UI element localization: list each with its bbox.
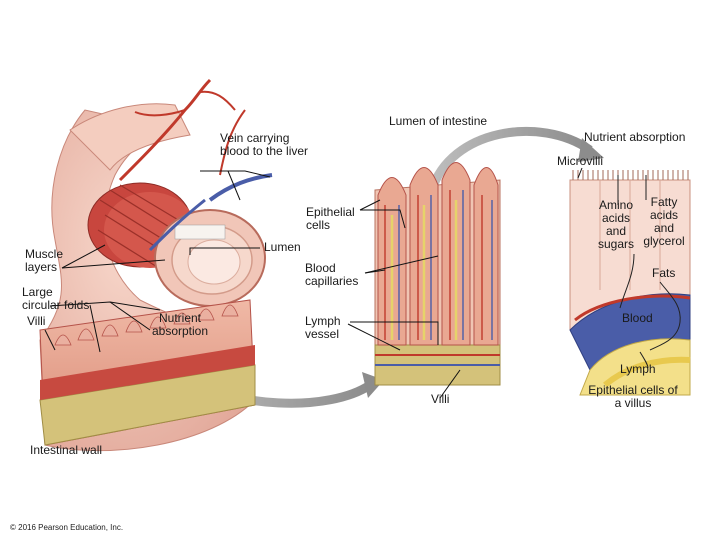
label-epithelial-cells: Epithelial cells bbox=[306, 205, 355, 232]
top-arrowhead bbox=[578, 138, 604, 162]
label-nutrient-absorption-left: Nutrient absorption bbox=[151, 311, 209, 338]
label-blood: Blood bbox=[622, 311, 653, 325]
label-fatty-acids-glycerol: Fatty acids and glycerol bbox=[643, 195, 685, 248]
label-lymph-vessel: Lymph vessel bbox=[305, 314, 341, 341]
label-amino-acids-sugars: Amino acids and sugars bbox=[597, 198, 635, 251]
label-epithelial-cells-villus: Epithelial cells of a villus bbox=[588, 383, 678, 410]
epithelial-cell-block bbox=[569, 170, 691, 396]
top-curved-arrow bbox=[427, 126, 593, 192]
label-fats: Fats bbox=[652, 266, 676, 280]
label-lumen: Lumen bbox=[264, 240, 301, 254]
label-microvilli: Microvilli bbox=[557, 154, 603, 168]
label-intestinal-wall: Intestinal wall bbox=[30, 443, 103, 457]
copyright-notice: © 2016 Pearson Education, Inc. bbox=[10, 523, 124, 532]
label-muscle-layers: Muscle layers bbox=[25, 247, 64, 274]
intestine-tube bbox=[39, 78, 273, 452]
label-nutrient-absorption-top: Nutrient absorption bbox=[584, 130, 686, 144]
villi-block bbox=[374, 162, 501, 386]
label-lymph: Lymph bbox=[620, 362, 656, 376]
label-villi-center: Villi bbox=[431, 392, 450, 406]
label-villi-left: Villi bbox=[27, 314, 46, 328]
label-blood-capillaries: Blood capillaries bbox=[305, 261, 359, 288]
leader-lines bbox=[44, 167, 583, 399]
label-large-circular-folds: Large circular folds bbox=[22, 285, 90, 312]
label-vein-carrying-blood: Vein carrying blood to the liver bbox=[220, 131, 309, 158]
label-lumen-of-intestine: Lumen of intestine bbox=[389, 114, 488, 128]
